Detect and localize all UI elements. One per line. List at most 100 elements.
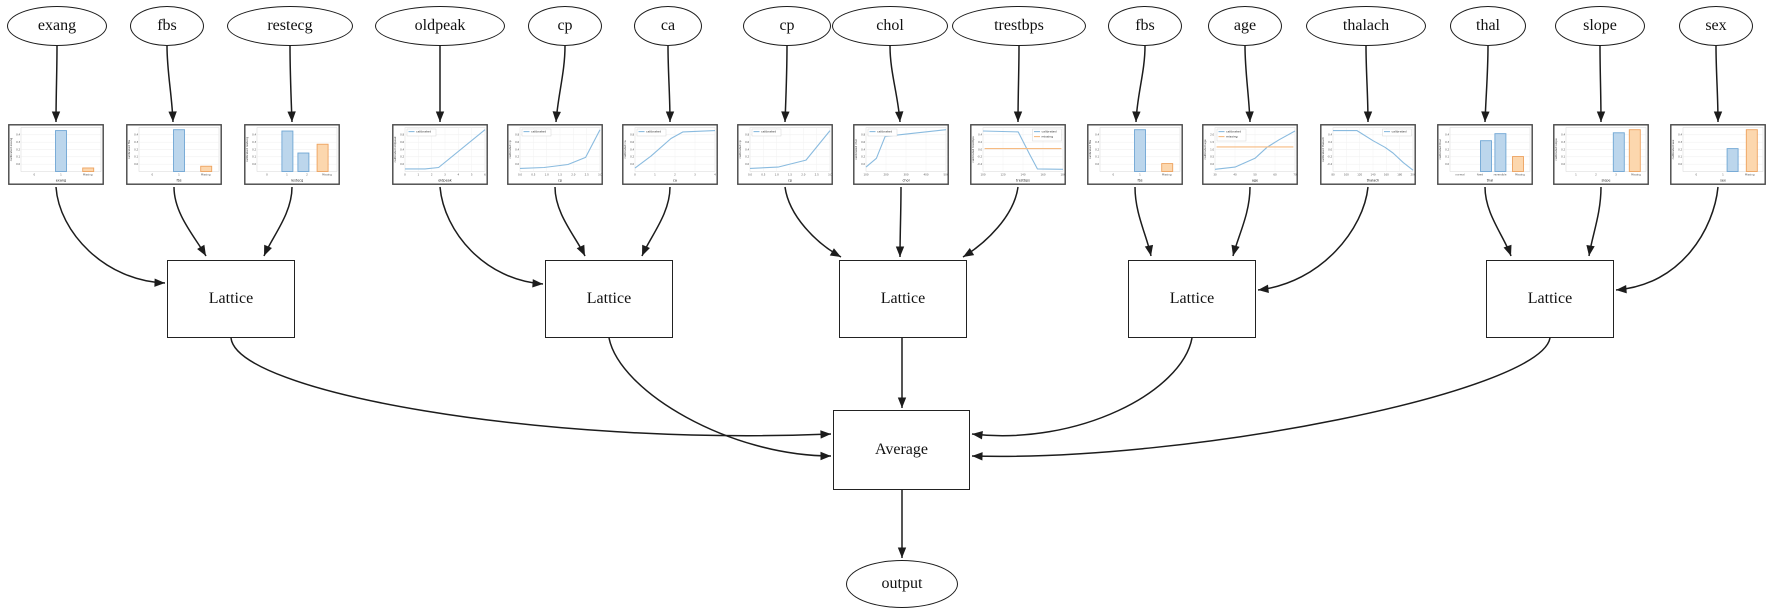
x-tick-label: 200 — [884, 172, 889, 176]
x-tick-label: 0 — [1113, 172, 1115, 176]
y-axis-label: calibrated exang — [9, 138, 13, 162]
bar-missing — [1628, 129, 1641, 172]
x-tick-label: 2.0 — [801, 172, 805, 176]
output-node-label: output — [881, 575, 923, 592]
graph-edge-12 — [1481, 45, 1490, 123]
input-node-label: thal — [1476, 17, 1500, 34]
graph-edge-10 — [1244, 45, 1254, 123]
y-tick-label: 0.0 — [978, 147, 982, 151]
x-axis-label: chol — [902, 179, 909, 183]
x-tick-label: Missing — [1631, 172, 1641, 176]
y-tick-label: 0.0 — [861, 162, 865, 166]
x-tick-label: 60 — [1273, 172, 1277, 176]
x-tick-label: 300 — [904, 172, 909, 176]
y-tick-label: 0.1 — [1095, 155, 1099, 159]
y-axis-label: calibrated restecg — [245, 137, 249, 163]
legend-entry-label: calibrated — [1042, 130, 1057, 134]
y-tick-label: 0.2 — [252, 147, 256, 151]
x-tick-label: 50 — [1253, 172, 1257, 176]
x-tick-label: 0.5 — [761, 172, 765, 176]
chart-legend: calibrated — [1382, 128, 1412, 137]
input-node-exang-0: exang — [7, 6, 107, 46]
input-node-cp-4: cp — [528, 6, 602, 46]
graph-edge-33 — [971, 337, 1193, 440]
x-tick-label: Missing — [201, 172, 211, 176]
y-tick-label: -0.4 — [1327, 162, 1332, 166]
x-tick-label: 120 — [1357, 172, 1362, 176]
graph-edge-2 — [287, 45, 296, 123]
chart-legend: calibrated — [521, 128, 552, 137]
y-tick-label: 0.4 — [1678, 133, 1682, 137]
bar-missing — [1161, 163, 1174, 172]
x-tick-label: 1 — [60, 172, 62, 176]
y-axis-label: calibrated thalach — [1321, 137, 1325, 163]
graph-edge-18 — [439, 186, 544, 288]
average-node-label: Average — [875, 441, 928, 458]
y-axis-label: calibrated cp — [508, 140, 512, 158]
x-axis-label: sex — [1720, 179, 1726, 183]
input-node-label: thalach — [1342, 17, 1390, 34]
chart-legend: calibrated — [636, 128, 667, 137]
bar-calibrated — [55, 130, 67, 172]
y-tick-label: 0.4 — [1561, 133, 1565, 137]
input-node-cp-6: cp — [743, 6, 831, 46]
graph-edge-31 — [608, 337, 832, 461]
x-tick-label: 0 — [1696, 172, 1698, 176]
y-tick-label: 0.5 — [1210, 155, 1214, 159]
graph-edge-15 — [55, 186, 166, 287]
x-tick-label: 4 — [714, 172, 716, 176]
input-node-fbs-9: fbs — [1108, 6, 1182, 46]
y-tick-label: 0.0 — [16, 162, 20, 166]
y-tick-label: 0.8 — [861, 133, 865, 137]
y-axis-label: calibrated thal — [1438, 139, 1442, 160]
y-tick-label: 0.3 — [16, 140, 20, 144]
x-tick-label: 120 — [1001, 172, 1006, 176]
x-tick-label: 100 — [864, 172, 869, 176]
graph-edge-34 — [971, 337, 1551, 461]
y-tick-label: 0.0 — [745, 162, 749, 166]
y-axis-label: calibrated slope — [1554, 138, 1558, 161]
bar-missing — [1512, 156, 1524, 172]
line-calibrated — [865, 129, 947, 168]
x-tick-label: 6 — [484, 172, 486, 176]
x-tick-label: Missing — [1515, 172, 1525, 176]
input-node-label: trestbps — [994, 17, 1044, 34]
x-tick-label: normal — [1455, 172, 1464, 176]
lattice-node-1: Lattice — [545, 260, 673, 338]
legend-entry-label: calibrated — [1226, 130, 1241, 134]
y-tick-label: 0.2 — [1445, 147, 1449, 151]
y-tick-label: 0.4 — [515, 147, 519, 151]
x-axis-label: ca — [673, 179, 677, 183]
y-tick-label: 0.8 — [400, 133, 404, 137]
y-tick-label: 0.4 — [252, 133, 256, 137]
graph-edge-24 — [1134, 186, 1154, 257]
y-tick-label: 0.2 — [630, 155, 634, 159]
bar-calibrated — [281, 130, 294, 172]
input-node-age-10: age — [1208, 6, 1282, 46]
x-tick-label: 1 — [178, 172, 180, 176]
input-node-label: cp — [779, 17, 795, 34]
y-axis-label: calibrated trestbps — [971, 136, 975, 163]
y-tick-label: 0.2 — [978, 140, 982, 144]
x-tick-label: 180 — [1397, 172, 1402, 176]
legend-entry-label: calibrated — [531, 130, 546, 134]
input-node-label: fbs — [157, 17, 177, 34]
lattice-node-label: Lattice — [1527, 290, 1573, 307]
y-tick-label: 0.4 — [16, 133, 20, 137]
graph-edge-23 — [962, 186, 1019, 258]
line-calibrated — [405, 129, 486, 170]
x-axis-label: exang — [56, 179, 66, 183]
bar-calibrated — [1134, 129, 1146, 172]
bar-missing — [200, 165, 213, 172]
y-tick-label: 0.0 — [1445, 162, 1449, 166]
y-tick-label: 0.0 — [1678, 162, 1682, 166]
x-tick-label: Missing — [1162, 172, 1172, 176]
x-tick-label: 1.5 — [788, 172, 792, 176]
lattice-node-0: Lattice — [167, 260, 295, 338]
y-tick-label: 0.6 — [400, 140, 404, 144]
y-tick-label: 0.3 — [1095, 140, 1099, 144]
bar-calibrated — [1726, 148, 1739, 172]
